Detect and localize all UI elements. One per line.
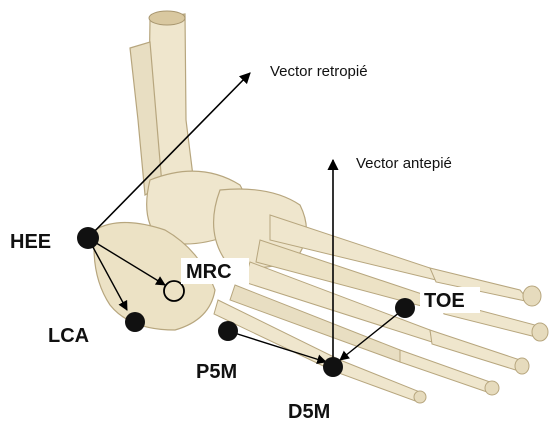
- hee-label: HEE: [10, 231, 51, 253]
- toe-label: TOE: [424, 290, 465, 312]
- vector-antepie-label: Vector antepié: [356, 155, 452, 172]
- d5m-marker: [323, 357, 343, 377]
- lca-label: LCA: [48, 325, 89, 347]
- vector-retropie-label: Vector retropié: [270, 63, 368, 80]
- mrc-label: MRC: [186, 261, 232, 283]
- hee-marker: [77, 227, 99, 249]
- toe-marker: [395, 298, 415, 318]
- p5m-label: P5M: [196, 361, 237, 383]
- lca-marker: [125, 312, 145, 332]
- d5m-label: D5M: [288, 401, 330, 423]
- p5m-marker: [218, 321, 238, 341]
